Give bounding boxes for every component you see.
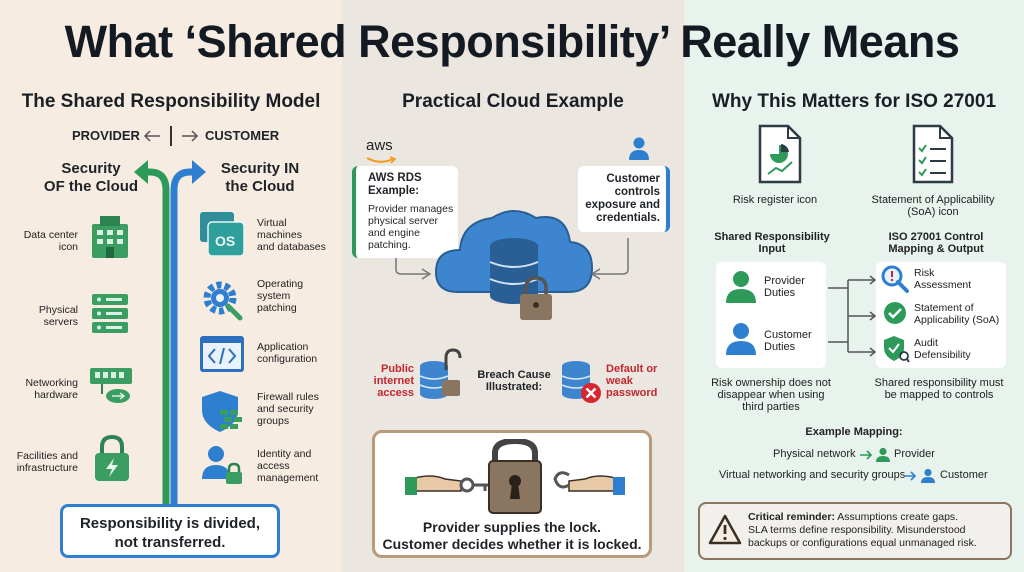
os-windows-icon [200,212,245,257]
example-to: Customer [940,469,988,481]
customer-item-label: Application configuration [257,341,318,365]
customer-label: CUSTOMER [205,128,280,143]
soa-document-icon [912,124,954,184]
output-label: Risk Assessment [914,267,972,291]
responsibility-split-arrow [134,160,206,510]
customer-controls-box: Customer controls exposure and credentia… [578,166,670,232]
page-title: What ‘Shared Responsibility’ Really Mean… [64,16,960,67]
aws-logo: aws [366,137,393,154]
server-rack-icon [92,294,128,333]
risk-ownership-note: Risk ownership does not disappear when u… [711,377,831,413]
risk-register-label: Risk register icon [732,194,818,206]
network-hardware-icon [90,368,132,403]
customer-duties-label: Customer Duties [764,329,812,353]
lock-key-handshake-icon [405,439,625,514]
output-label: Statement of Applicability (SoA) [914,302,1000,326]
breach-left-label: Public internet access [373,363,414,399]
mapping-arrows [828,275,877,357]
example-from: Virtual networking and security groups [719,469,906,481]
provider-person-icon [726,271,756,303]
weak-password-database-icon [561,361,601,403]
aws-example-box: AWS RDS Example: Provider manages physic… [352,166,458,258]
provider-label: PROVIDER [72,128,140,143]
provider-item-label: Data center icon [23,229,78,253]
cloud-database-icon [395,210,629,320]
output-box: Risk Assessment Statement of Applicabili… [876,262,1006,368]
shield-firewall-icon [202,391,242,432]
soa-label: Statement of Applicability (SoA) icon [871,194,995,218]
output-title: ISO 27001 Control Mapping & Output [888,231,984,255]
risk-register-icon [758,124,802,184]
user-lock-icon [202,446,242,484]
gear-wrench-icon [203,281,243,321]
input-duties-box: Provider Duties Customer Duties [716,262,826,368]
lock-callout-box: Provider supplies the lock. Customer dec… [372,430,652,558]
provider-title: Security OF the Cloud [43,160,139,195]
provider-item-label: Facilities and infrastructure [16,450,78,474]
customer-box-text: Customer controls exposure and credentia… [585,173,660,224]
customer-item-label: Identity and access management [257,448,319,484]
split-arrows-icon [143,126,199,146]
critical-reminder-box: Critical reminder: Assumptions create ga… [698,502,1012,560]
warning-icon [708,514,742,545]
right-heading: Why This Matters for ISO 27001 [711,91,997,112]
middle-heading: Practical Cloud Example [402,91,624,112]
data-center-icon [92,216,128,258]
reminder-bold: Critical reminder: [748,511,835,523]
facility-lock-icon [95,434,129,481]
magnifier-risk-icon [881,265,909,293]
public-database-open-lock-icon [419,348,462,399]
check-circle-icon [884,302,906,324]
reminder-body: Assumptions create gaps. SLA terms defin… [748,511,977,549]
customer-person-icon [726,323,756,355]
provider-duties-label: Provider Duties [764,275,805,299]
aws-box-title: AWS RDS Example: [368,172,422,197]
input-title: Shared Responsibility Input [714,231,830,255]
customer-item-label: Operating system patching [257,278,304,314]
breach-right-label: Default or weak password [606,363,658,399]
left-heading: The Shared Responsibility Model [21,91,321,112]
example-mapping-title: Example Mapping: [805,426,903,438]
example-to: Provider [894,448,935,460]
breach-cause-label: Breach Cause Illustrated: [477,369,551,393]
mapped-controls-note: Shared responsibility must be mapped to … [874,377,1004,401]
customer-item-label: Virtual machines and databases [257,217,326,253]
customer-item-label: Firewall rules and security groups [257,391,319,427]
customer-title: Security IN the Cloud [220,160,300,195]
output-label: Audit Defensibility [914,337,971,361]
provider-item-label: Networking hardware [25,377,78,401]
map-arrow-provider-icon [860,447,890,462]
customer-person-icon [629,137,649,160]
critical-reminder-text: Critical reminder: Assumptions create ga… [748,511,1010,550]
os-icon-text: OS [215,233,236,249]
example-from: Physical network [773,448,856,460]
audit-shield-icon [884,336,910,363]
code-window-icon [200,336,244,372]
aws-box-text: Provider manages physical server and eng… [368,203,454,251]
responsibility-callout: Responsibility is divided, not transferr… [60,504,280,558]
map-arrow-customer-icon [904,468,935,483]
aws-smile-icon [366,156,397,164]
lock-callout-text: Provider supplies the lock. Customer dec… [382,519,642,552]
provider-item-label: Physical servers [38,304,78,328]
